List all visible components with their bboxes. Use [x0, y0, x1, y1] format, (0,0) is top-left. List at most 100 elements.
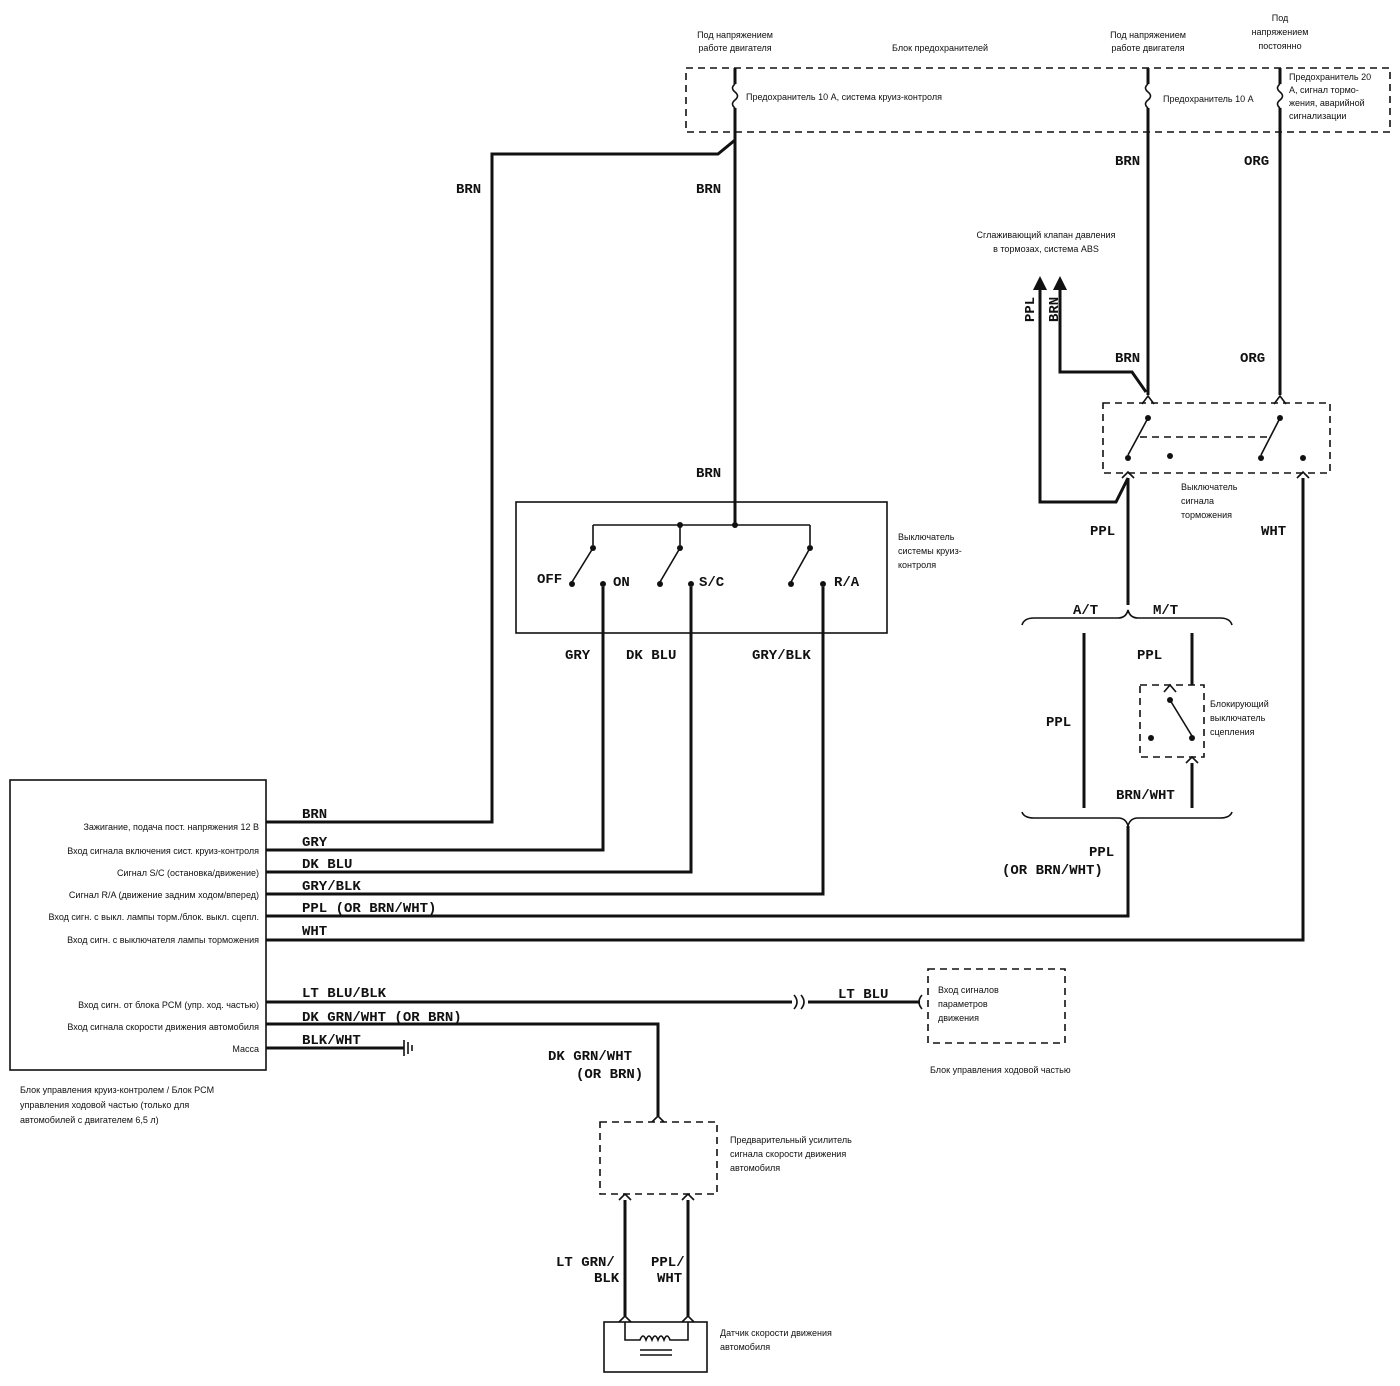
wire-label-module-ppl-or: PPL (OR BRN/WHT)	[302, 901, 436, 917]
wire-label-dk-blu: DK BLU	[626, 648, 676, 664]
wire-label-gry: GRY	[565, 648, 591, 664]
wire-ppl-to-abs	[1038, 290, 1130, 504]
hot-run-label-right-1: Под напряжением	[1110, 30, 1186, 40]
sw-sc-blade	[659, 547, 681, 583]
fuse-20a-symbol	[1276, 83, 1284, 109]
brake-switch-terminal-1	[1141, 394, 1155, 405]
hot-always-label-2: напряжением	[1252, 27, 1309, 37]
wire-ppl-or-brn-wht	[266, 826, 1130, 918]
sw-pos-off: OFF	[537, 572, 562, 588]
vehicle-speed-sensor: Датчик скорости движения автомобиля	[603, 1314, 832, 1373]
module-pin-1: Зажигание, подача пост. напряжения 12 В	[83, 822, 259, 832]
wire-label-module-gry: GRY	[302, 835, 328, 851]
wire-label-ppl-mt: PPL	[1137, 648, 1162, 664]
clutch-sw-contact-1	[1189, 735, 1195, 741]
buffer-outline	[599, 1121, 718, 1195]
fuse-20a-label-4: сигнализации	[1289, 111, 1346, 121]
wire-label-brn-right: BRN	[1115, 154, 1140, 170]
wire-wht	[266, 478, 1305, 942]
chassis-control-unit: Вход сигналов параметров движения Блок у…	[927, 968, 1071, 1075]
buffer-terminal-1	[618, 1192, 632, 1201]
clutch-switch: Блокирующий выключатель сцепления	[1139, 683, 1269, 764]
wire-label-ppl-or-1: PPL	[1089, 845, 1114, 861]
chassis-connector-icon	[918, 994, 923, 1010]
module-outline	[9, 779, 267, 1071]
cruise-switch-junction	[732, 522, 738, 528]
buffer-terminal-top	[651, 1114, 665, 1123]
module-pin-8: Вход сигнала скорости движения автомобил…	[67, 1022, 259, 1032]
sw-ra-contact-a	[788, 581, 794, 587]
brake-sw-contact-1	[1125, 455, 1131, 461]
wire-label-lt-blu-blk: LT BLU/BLK	[302, 986, 387, 1002]
chassis-box-label-1: Вход сигналов	[938, 985, 999, 995]
fuse-10a-label: Предохранитель 10 А	[1163, 94, 1254, 104]
fuse-20a-label-3: жения, аварийной	[1289, 98, 1365, 108]
brake-switch-terminal-3	[1121, 470, 1135, 479]
module-pin-5: Вход сигн. с выкл. лампы торм./блок. вык…	[49, 912, 259, 922]
wire-label-dk-grn-wht-2a: DK GRN/WHT	[548, 1049, 632, 1065]
brake-switch-terminal-2	[1273, 394, 1287, 405]
trans-mt-label: M/T	[1153, 603, 1178, 619]
sw-ra-blade	[790, 547, 811, 583]
module-pin-6: Вход сигн. с выключателя лампы торможени…	[67, 935, 259, 945]
wire-dk-grn-wht	[266, 1022, 660, 1116]
clutch-switch-terminal-1	[1163, 683, 1177, 693]
module-pin-3: Сигнал S/C (остановка/движение)	[117, 868, 259, 878]
connector-icon	[793, 994, 805, 1010]
clutch-switch-label-1: Блокирующий	[1210, 699, 1269, 709]
wire-label-ppl-wht-1: PPL/	[651, 1255, 685, 1271]
sw-sc-contact-b	[688, 581, 694, 587]
wire-label-ppl-wht-2: WHT	[657, 1271, 682, 1287]
chassis-box-label-3: движения	[938, 1013, 979, 1023]
sw-off-contact	[569, 581, 575, 587]
module-pin-9: Масса	[232, 1044, 259, 1054]
wire-label-module-gry-blk: GRY/BLK	[302, 879, 361, 895]
fuse-block-title: Блок предохранителей	[892, 43, 988, 53]
brake-sw-contact-2	[1167, 453, 1173, 459]
abs-ppl-arrow-icon	[1033, 276, 1047, 290]
clutch-switch-label-3: сцепления	[1210, 727, 1255, 737]
wire-gry-blk	[266, 587, 825, 896]
brake-light-switch: Выключатель сигнала торможения	[1102, 394, 1331, 520]
module-caption-2: управления ходовой частью (только для	[20, 1100, 189, 1110]
vss-terminal-2	[681, 1314, 695, 1323]
chassis-box-outline	[927, 968, 1066, 1044]
transmission-bracket-top	[1021, 609, 1233, 626]
wire-gry	[266, 587, 605, 852]
brake-switch-label-2: сигнала	[1181, 496, 1214, 506]
clutch-switch-terminal-2	[1185, 755, 1199, 764]
vss-terminal-1	[618, 1314, 632, 1323]
sw-off-blade	[571, 547, 594, 583]
cruise-control-switch: OFF ON S/C R/A Выключатель системы круиз…	[515, 501, 962, 634]
brake-switch-terminal-4	[1296, 470, 1310, 479]
wire-label-ppl-or-2: (OR BRN/WHT)	[1002, 863, 1103, 879]
wire-label-dk-grn-wht-2b: (OR BRN)	[576, 1067, 643, 1083]
module-pin-2: Вход сигнала включения сист. круиз-контр…	[67, 846, 259, 856]
abs-valve-label-2: в тормозах, система ABS	[993, 244, 1099, 254]
cruise-control-module: Зажигание, подача пост. напряжения 12 В …	[9, 779, 267, 1125]
hot-always-label-3: постоянно	[1258, 41, 1301, 51]
brake-sw-contact-3	[1258, 455, 1264, 461]
module-caption-3: автомобилей с двигателем 6,5 л)	[20, 1115, 159, 1125]
vss-outline	[603, 1321, 708, 1373]
buffer-label-3: автомобиля	[730, 1163, 780, 1173]
cruise-switch-outline	[515, 501, 888, 634]
trans-at-label: A/T	[1073, 603, 1098, 619]
module-pin-4: Сигнал R/A (движение задним ходом/вперед…	[69, 890, 259, 900]
clutch-sw-contact-2	[1148, 735, 1154, 741]
buffer-terminal-2	[681, 1192, 695, 1201]
module-pin-7: Вход сигн. от блока PCM (упр. ход. часть…	[78, 1000, 259, 1010]
brake-sw-blade-2	[1260, 417, 1281, 456]
sw-on-contact	[600, 581, 606, 587]
hot-always-label-1: Под	[1272, 13, 1289, 23]
wire-label-gry-blk: GRY/BLK	[752, 648, 811, 664]
chassis-box-label-2: параметров	[938, 999, 988, 1009]
wire-label-ppl-at: PPL	[1046, 715, 1071, 731]
wire-label-blk-wht: BLK/WHT	[302, 1033, 361, 1049]
clutch-switch-outline	[1139, 684, 1205, 758]
fuse-block: Под напряжением работе двигателя Блок пр…	[685, 13, 1391, 133]
module-caption-1: Блок управления круиз-контролем / Блок P…	[20, 1085, 214, 1095]
brake-switch-label-1: Выключатель	[1181, 482, 1238, 492]
wire-brn-to-module	[266, 132, 737, 824]
